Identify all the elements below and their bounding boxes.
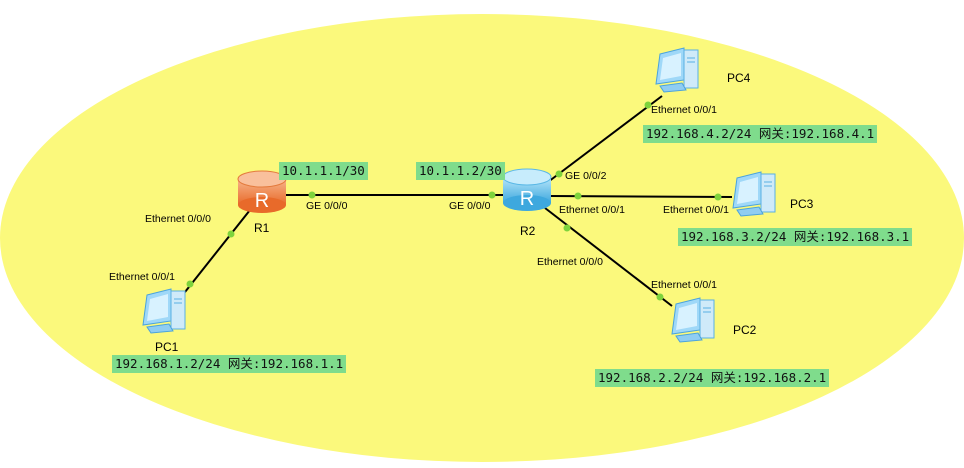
pc-icon[interactable] (655, 47, 699, 93)
pc3-ip-label: 192.168.3.2/24 网关:192.168.3.1 (678, 228, 913, 246)
svg-text:R: R (520, 188, 534, 210)
pc3-name: PC3 (790, 197, 814, 211)
port-label: Ethernet 0/0/0 (145, 213, 211, 225)
port-label: Ethernet 0/0/1 (663, 204, 729, 216)
router-icon[interactable]: R (502, 168, 552, 211)
r1-ip-label: 10.1.1.1/30 (279, 162, 368, 180)
r1-name: R1 (254, 221, 270, 235)
port-dots (186, 101, 722, 301)
pc-icon[interactable] (671, 297, 715, 343)
pc4-name: PC4 (727, 71, 751, 85)
port-label: GE 0/0/2 (565, 170, 607, 182)
pc2-ip-label: 192.168.2.2/24 网关:192.168.2.1 (595, 369, 830, 387)
port-label: Ethernet 0/0/1 (109, 271, 175, 283)
port-label: Ethernet 0/0/1 (651, 279, 717, 291)
r2-ip-label: 10.1.1.2/30 (416, 162, 505, 180)
r2-name: R2 (520, 224, 536, 238)
pc-icon[interactable] (142, 288, 186, 334)
pc2-name: PC2 (733, 323, 757, 337)
pc-icon[interactable] (732, 171, 776, 217)
port-label: GE 0/0/0 (449, 200, 491, 212)
pc1-name: PC1 (155, 340, 179, 354)
svg-text:R: R (255, 190, 269, 212)
router-icon[interactable]: R (237, 170, 287, 213)
port-label: Ethernet 0/0/0 (537, 256, 603, 268)
pc1-ip-label: 192.168.1.2/24 网关:192.168.1.1 (112, 355, 347, 373)
link-r1-pc1[interactable] (184, 209, 251, 293)
port-label: Ethernet 0/0/1 (559, 204, 625, 216)
link-r2-pc4[interactable] (547, 95, 663, 183)
port-label: Ethernet 0/0/1 (651, 104, 717, 116)
pc4-ip-label: 192.168.4.2/24 网关:192.168.4.1 (643, 125, 878, 143)
link-r2-pc2[interactable] (544, 207, 673, 307)
port-label: GE 0/0/0 (306, 200, 348, 212)
